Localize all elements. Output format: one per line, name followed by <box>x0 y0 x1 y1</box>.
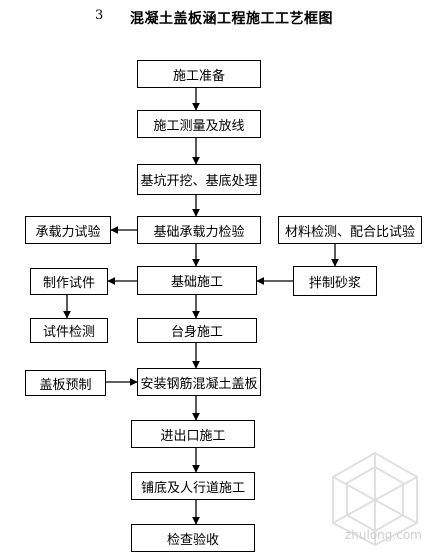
step-slab-precast: 盖板预制 <box>25 370 106 396</box>
step-install: 安装钢筋混凝土盖板 <box>137 368 261 396</box>
step-prep: 施工准备 <box>137 60 261 88</box>
zhulong-logo-icon <box>332 451 418 547</box>
step-paving: 铺底及人行道施工 <box>131 472 255 500</box>
step-specimen-make: 制作试件 <box>30 268 108 295</box>
step-acceptance: 检查验收 <box>131 524 255 552</box>
step-pit: 基坑开挖、基底处理 <box>137 164 261 195</box>
step-bearing-test: 承载力试验 <box>25 216 111 244</box>
step-bearing-check: 基础承载力检验 <box>137 216 261 244</box>
step-inlet-outlet: 进出口施工 <box>131 420 255 448</box>
watermark-text: zhulong.com <box>345 528 422 542</box>
step-material: 材料检测、配合比试验 <box>278 216 422 244</box>
step-specimen-test: 试件检测 <box>30 318 108 343</box>
title-text: 混凝土盖板涵工程施工工艺框图 <box>130 11 333 27</box>
step-foundation: 基础施工 <box>137 266 257 295</box>
step-abutment: 台身施工 <box>137 318 257 343</box>
title-number: 3 <box>95 8 104 23</box>
step-survey: 施工测量及放线 <box>137 110 261 138</box>
diagram-title: 3 混凝土盖板涵工程施工工艺框图 <box>0 8 433 28</box>
step-mortar: 拌制砂浆 <box>293 266 377 296</box>
